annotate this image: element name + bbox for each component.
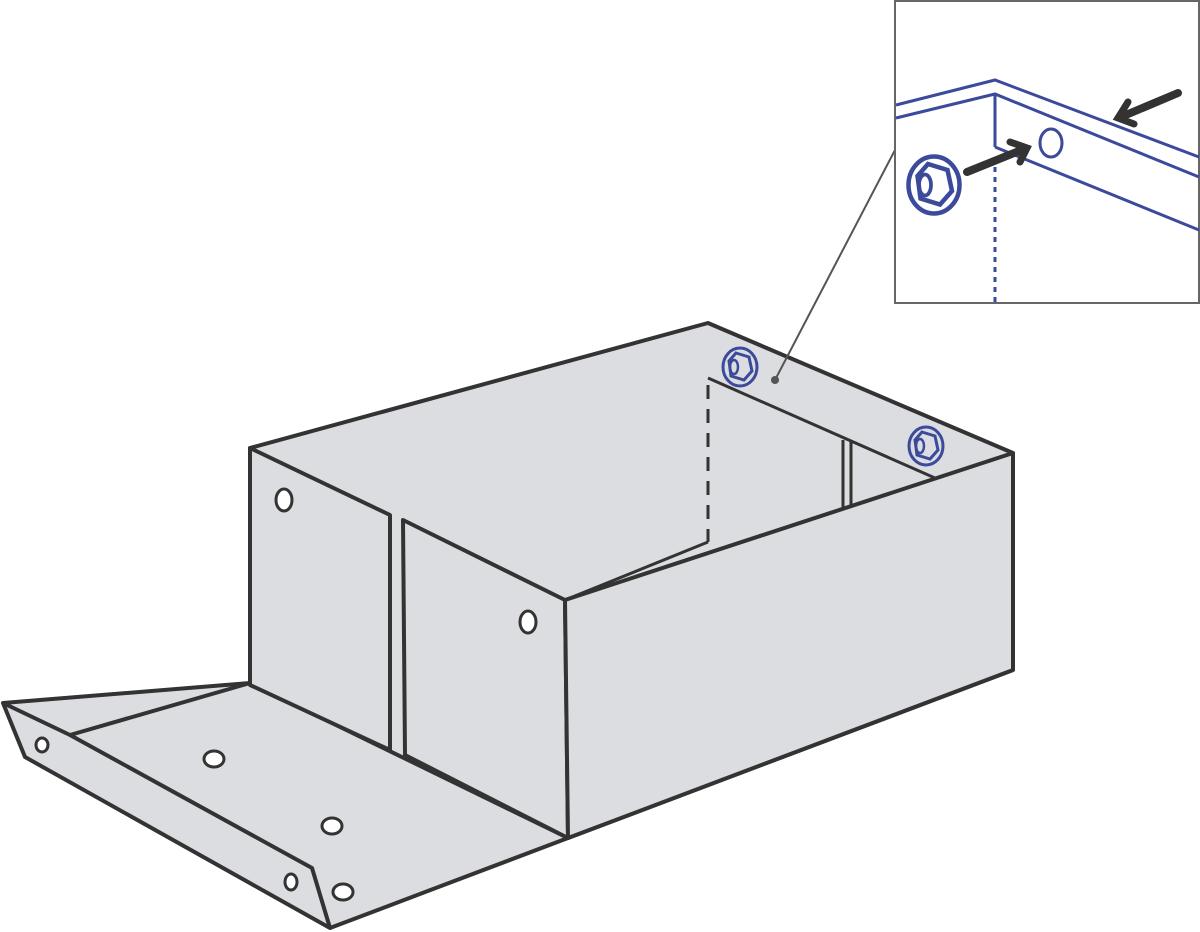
- arrow-icon: [963, 138, 1032, 176]
- callout-leader: [774, 149, 896, 381]
- arrow-icon: [1112, 89, 1182, 128]
- left-panel: [248, 446, 392, 752]
- flap-lip: [2, 701, 332, 929]
- detail-inset: [894, 0, 1200, 304]
- front-right-panel: [563, 451, 1015, 840]
- mounting-holes: [34, 487, 538, 902]
